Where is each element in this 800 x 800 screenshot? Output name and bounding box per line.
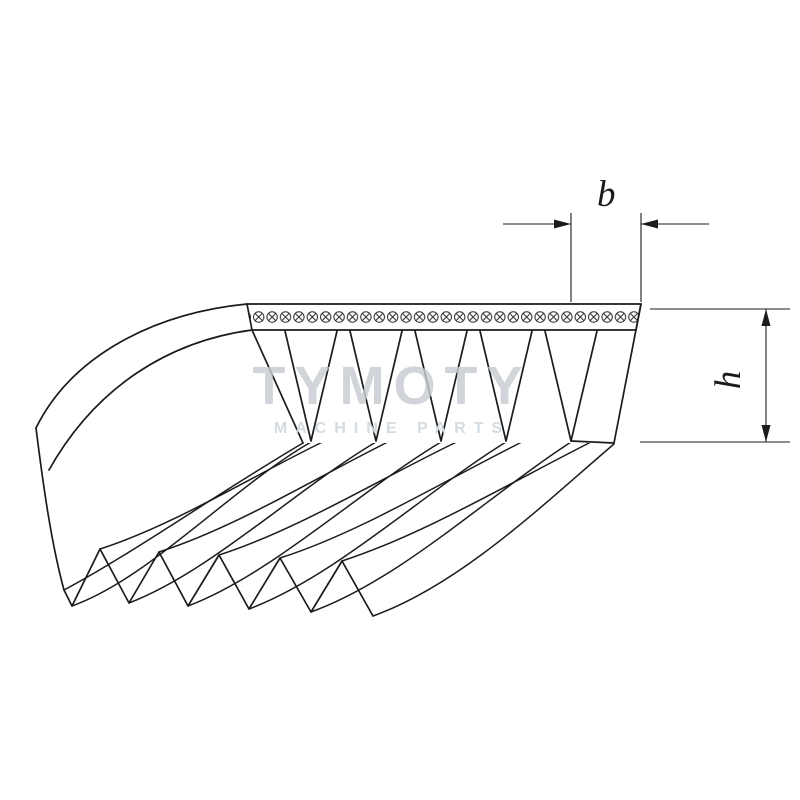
rib-apex-curve	[248, 441, 507, 610]
belt-right-edge	[570, 303, 642, 444]
belt-inner-top-curve	[48, 329, 253, 471]
belt-front-left-edge	[251, 329, 304, 444]
belt-rib-tooth	[414, 330, 468, 442]
belt-band-hatch	[246, 303, 642, 331]
dim-h-label: h	[708, 371, 749, 390]
rib-apex-curve	[128, 441, 377, 604]
groove-curve	[341, 439, 596, 562]
groove-curve	[158, 435, 401, 553]
groove-curve	[99, 435, 336, 550]
watermark-subtitle: MACHINE PARTS	[274, 420, 510, 437]
belt-left-edge	[35, 427, 65, 591]
dim-h-extension-lines	[640, 308, 790, 443]
rib-boundary-curve	[63, 442, 304, 591]
belt-outer-top-curve	[35, 303, 248, 429]
dim-b-arrow-right	[641, 219, 658, 229]
belt-rib-tooth	[349, 330, 403, 442]
groove-curve	[218, 437, 466, 556]
rib-apex-curve	[187, 441, 442, 607]
rib-apex-curve	[71, 441, 312, 607]
belt-rib-tooth	[479, 330, 533, 442]
belt-rib-tooth	[544, 330, 598, 442]
dim-b-arrow-left	[554, 219, 571, 229]
rib-apex-curve	[372, 443, 615, 617]
dim-b-extension-lines	[570, 213, 642, 302]
groove-curve	[279, 437, 531, 559]
rib-apex-curve	[310, 441, 572, 613]
dim-h-arrow-bottom	[761, 425, 771, 442]
dim-h-arrow-top	[761, 309, 771, 326]
belt-face-fill	[247, 304, 641, 443]
dim-b-label: b	[597, 174, 616, 215]
belt-rib-tooth	[284, 330, 338, 442]
watermark-title: TYMOTY	[253, 356, 532, 416]
belt-end-zigzag	[63, 548, 374, 617]
